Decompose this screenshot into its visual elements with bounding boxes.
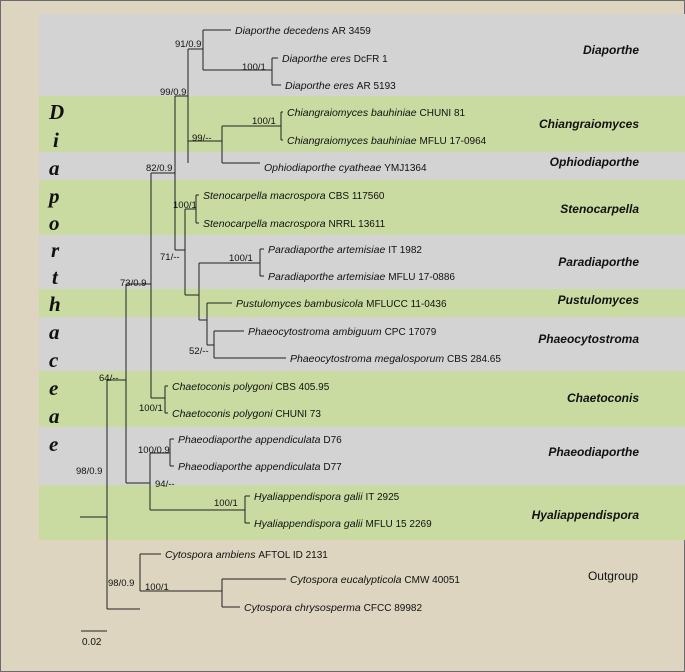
support-value: 99/0.9 [160,87,187,98]
taxon-label: Phaeocytostroma ambiguum CPC 17079 [248,326,437,338]
family-letter: p [49,184,60,208]
taxon-label: Paradiaporthe artemisiae MFLU 17-0886 [268,271,455,283]
taxon-label: Paradiaporthe artemisiae IT 1982 [268,244,422,256]
clade-label: Chaetoconis [566,391,639,405]
outgroup-label: Outgroup [587,569,638,583]
taxon-label: Cytospora ambiens AFTOL ID 2131 [165,549,328,561]
family-letter: i [53,128,59,152]
clade-label: Phaeocytostroma [538,332,639,346]
taxon-label: Chaetoconis polygoni CBS 405.95 [172,381,330,393]
support-value: 52/-- [189,346,209,357]
support-value: 100/1 [252,116,276,127]
taxon-label: Chaetoconis polygoni CHUNI 73 [172,408,321,420]
family-letter: o [49,211,60,235]
taxon-label: Diaporthe eres DcFR 1 [282,53,388,65]
clade-label: Chiangraiomyces [538,117,639,131]
clade-label: Hyaliappendispora [531,508,639,522]
taxon-label: Pustulomyces bambusicola MFLUCC 11-0436 [236,298,447,310]
band-paradiaporthe [39,235,685,289]
taxon-label: Cytospora eucalypticola CMW 40051 [290,574,460,586]
family-letter: e [49,432,59,456]
band-pustulomyces [39,289,685,317]
support-value: 71/-- [160,252,180,263]
clade-label: Pustulomyces [557,293,639,307]
support-value: 98/0.9 [76,466,103,477]
taxon-label: Stenocarpella macrospora CBS 117560 [203,190,385,202]
taxon-label: Phaeocytostroma megalosporum CBS 284.65 [290,353,501,365]
support-value: 91/0.9 [175,39,202,50]
band-hyaliappendispora [39,485,685,540]
support-value: 94/-- [155,479,175,490]
taxon-label: Stenocarpella macrospora NRRL 13611 [203,218,386,230]
band-stenocarpella [39,180,685,235]
support-value: 98/0.9 [108,578,135,589]
taxon-label: Hyaliappendispora galii IT 2925 [254,491,400,503]
taxon-label: Chiangraiomyces bauhiniae CHUNI 81 [287,107,466,119]
support-value: 100/1 [242,62,266,73]
family-letter: c [49,348,59,372]
taxon-label: Cytospora chrysosperma CFCC 89982 [244,602,422,614]
support-value: 82/0.9 [146,163,173,174]
family-letter: h [49,292,61,316]
band-chaetoconis [39,371,685,427]
family-letter: r [51,238,60,262]
band-phaeocytostroma [39,317,685,371]
scale-bar-label: 0.02 [82,637,102,648]
support-value: 100/1 [214,498,238,509]
support-value: 100/1 [173,200,197,211]
clade-label: Paradiaporthe [558,255,639,269]
taxon-label: Ophiodiaporthe cyatheae YMJ1364 [264,162,427,174]
band-chiangraiomyces [39,96,685,152]
support-value: 64/-- [99,373,119,384]
clade-label: Ophiodiaporthe [549,155,639,169]
taxon-label: Diaporthe eres AR 5193 [285,80,396,92]
family-letter: t [52,265,58,289]
band-diaporthe [39,14,685,96]
taxon-label: Diaporthe decedens AR 3459 [235,25,371,37]
taxon-label: Chiangraiomyces bauhiniae MFLU 17-0964 [287,135,487,147]
support-value: 100/1 [139,403,163,414]
family-letter: a [49,156,60,180]
support-value: 100/1 [145,582,169,593]
band-phaeodiaporthe [39,427,685,485]
family-letter: a [49,404,60,428]
support-value: 100/1 [229,253,253,264]
support-value: 73/0.9 [120,278,147,289]
clade-label: Diaporthe [582,43,639,57]
taxon-label: Hyaliappendispora galii MFLU 15 2269 [254,518,432,530]
support-value: 99/-- [192,133,212,144]
clade-label: Stenocarpella [560,202,639,216]
support-value: 100/0.9 [138,445,170,456]
family-letter: a [49,320,60,344]
family-letter: D [49,100,65,124]
band-ophiodiaporthe [39,152,685,180]
taxon-label: Phaeodiaporthe appendiculata D76 [178,434,342,446]
clade-label: Phaeodiaporthe [548,445,639,459]
family-letter: e [49,376,59,400]
taxon-label: Phaeodiaporthe appendiculata D77 [178,461,342,473]
